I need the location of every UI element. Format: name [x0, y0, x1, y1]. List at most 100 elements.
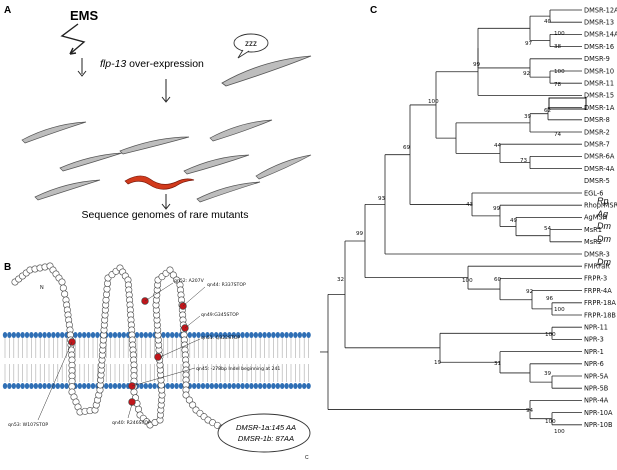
tree-leaf: DMSR-2 — [584, 128, 610, 136]
overexpression-text: flp-13 over-expression — [100, 58, 204, 70]
bootstrap-value: 100 — [554, 69, 565, 75]
phylogenetic-tree — [320, 9, 582, 426]
mutation-callouts — [37, 282, 206, 421]
caption: Sequence genomes of rare mutants — [82, 209, 249, 221]
tree-leaf: NPR-10B — [584, 421, 613, 429]
tree-leaf: MsR2 — [584, 238, 602, 246]
lipid-bilayer — [2, 332, 311, 389]
bootstrap-value: 39 — [544, 371, 552, 377]
bootstrap-value: 100 — [554, 31, 565, 37]
bootstrap-value: 44 — [494, 143, 502, 149]
species-dm-3: Dm — [597, 257, 611, 267]
bootstrap-value: 74 — [554, 132, 562, 138]
c-terminus-label: C — [305, 455, 309, 461]
tree-leaf: DMSR-11 — [584, 80, 614, 88]
tree-leaf: NPR-4A — [584, 397, 609, 405]
bootstrap-value: 100 — [554, 307, 565, 313]
speech-bubble — [233, 33, 269, 53]
tree-leaf: DMSR-15 — [584, 92, 614, 100]
bootstrap-value: 92 — [523, 71, 530, 77]
tree-leaf: FMRFaR — [584, 263, 610, 271]
bootstrap-value: 49 — [510, 218, 518, 224]
mutation-label-qn44: qn44: R337STOP — [207, 282, 246, 288]
tree-leaf: DMSR-7 — [584, 141, 610, 149]
mutant-worm — [124, 175, 195, 190]
mutation-label-qn49: qn49:G345STOP — [201, 312, 239, 318]
bootstrap-value: 96 — [546, 296, 554, 302]
tree-leaf: FRPR-3 — [584, 275, 607, 283]
panel-a-label: A — [4, 5, 11, 16]
tree-leaf: DMSR-16 — [584, 43, 614, 51]
mutation-label-qn51: qn51: Q322STOP — [201, 335, 240, 341]
bootstrap-value: 32 — [337, 277, 344, 283]
receptor-residues — [11, 262, 226, 432]
bootstrap-value: 73 — [520, 158, 528, 164]
tree-leaf: DMSR-4A — [584, 165, 615, 173]
bootstrap-value: 100 — [554, 429, 565, 435]
tree-leaf: NPR-11 — [584, 324, 608, 332]
lightning-icon — [60, 23, 86, 55]
highlight-box — [548, 97, 587, 110]
bootstrap-value: 100 — [428, 99, 439, 105]
bootstrap-value: 43 — [466, 202, 474, 208]
isoform-ellipse — [217, 413, 311, 453]
tree-leaf: NPR-6 — [584, 360, 604, 368]
bootstrap-value: 38 — [554, 44, 562, 50]
panel-c: C DMSR-12ADMSR-13DMSR-14ADMSR-16DMSR-9DM… — [320, 5, 617, 435]
bootstrap-value: 92 — [526, 289, 533, 295]
bootstrap-values: 4038977892996239734410054499943699396926… — [337, 19, 565, 435]
tree-leaf: MsR1 — [584, 226, 602, 234]
bootstrap-value: 100 — [545, 332, 556, 338]
species-rp: Rp — [597, 196, 609, 206]
tree-leaf: RhoprMSR — [584, 202, 617, 210]
tree-leaf: FRPR-18B — [584, 311, 616, 319]
bootstrap-value: 94 — [526, 408, 534, 414]
bootstrap-value: 31 — [494, 361, 502, 367]
isoform-b: DMSR-1b: 87AA — [238, 434, 294, 443]
mutation-label-qn45: qn45: -278bp Indel beginning at 241 — [196, 366, 280, 372]
bootstrap-value: 78 — [554, 82, 562, 88]
mutation-label-qn53: qn53: W107STOP — [8, 422, 48, 428]
tree-leaf: NPR-10A — [584, 409, 613, 417]
bootstrap-value: 97 — [525, 41, 533, 47]
tree-leaf: AgMSR — [584, 214, 608, 222]
bootstrap-value: 40 — [544, 19, 552, 25]
panel-a: A EMS flp-13 over-expression zzz Sequenc… — [4, 5, 312, 221]
tree-leaf: DMSR-14A — [584, 31, 617, 39]
bootstrap-value: 39 — [524, 114, 532, 120]
bootstrap-value: 99 — [473, 62, 481, 68]
tree-leaf: NPR-3 — [584, 336, 604, 344]
tree-leaf: DMSR-6A — [584, 153, 615, 161]
bootstrap-value: 99 — [356, 231, 364, 237]
tree-leaf: NPR-5B — [584, 385, 609, 393]
tree-leaf: DMSR-9 — [584, 55, 610, 63]
tree-leaf: DMSR-5 — [584, 177, 610, 185]
species-dm-1: Dm — [597, 221, 611, 231]
species-ag: Ag — [596, 209, 608, 219]
bootstrap-value: 60 — [494, 277, 502, 283]
bootstrap-value: 99 — [493, 206, 501, 212]
tree-leaf: DMSR-8 — [584, 116, 610, 124]
sleeping-worm — [221, 55, 312, 87]
tree-leaf: NPR-1 — [584, 348, 604, 356]
tree-leaf: DMSR-13 — [584, 19, 614, 27]
tree-leaf: NPR-5A — [584, 372, 609, 380]
bootstrap-value: 19 — [434, 360, 442, 366]
bootstrap-value: 93 — [378, 196, 386, 202]
panel-b: B N C qn52: A207V qn44: R337STOP qn49:G3… — [2, 262, 311, 461]
bootstrap-value: 69 — [403, 145, 411, 151]
tree-leaf: FRPR-18A — [584, 299, 616, 307]
tree-leaf: DMSR-1A — [584, 104, 615, 112]
ems-label: EMS — [70, 8, 99, 23]
worm-population — [21, 119, 312, 203]
tree-leaf: DMSR-10 — [584, 67, 614, 75]
tree-leaf: FRPR-4A — [584, 287, 612, 295]
bootstrap-value: 100 — [462, 278, 473, 284]
tree-leaf: DMSR-12A — [584, 6, 617, 14]
species-dm-2: Dm — [597, 234, 611, 244]
n-terminus-label: N — [40, 285, 44, 291]
mutation-label-qn52: qn52: A207V — [174, 278, 205, 284]
bootstrap-value: 62 — [544, 108, 551, 114]
